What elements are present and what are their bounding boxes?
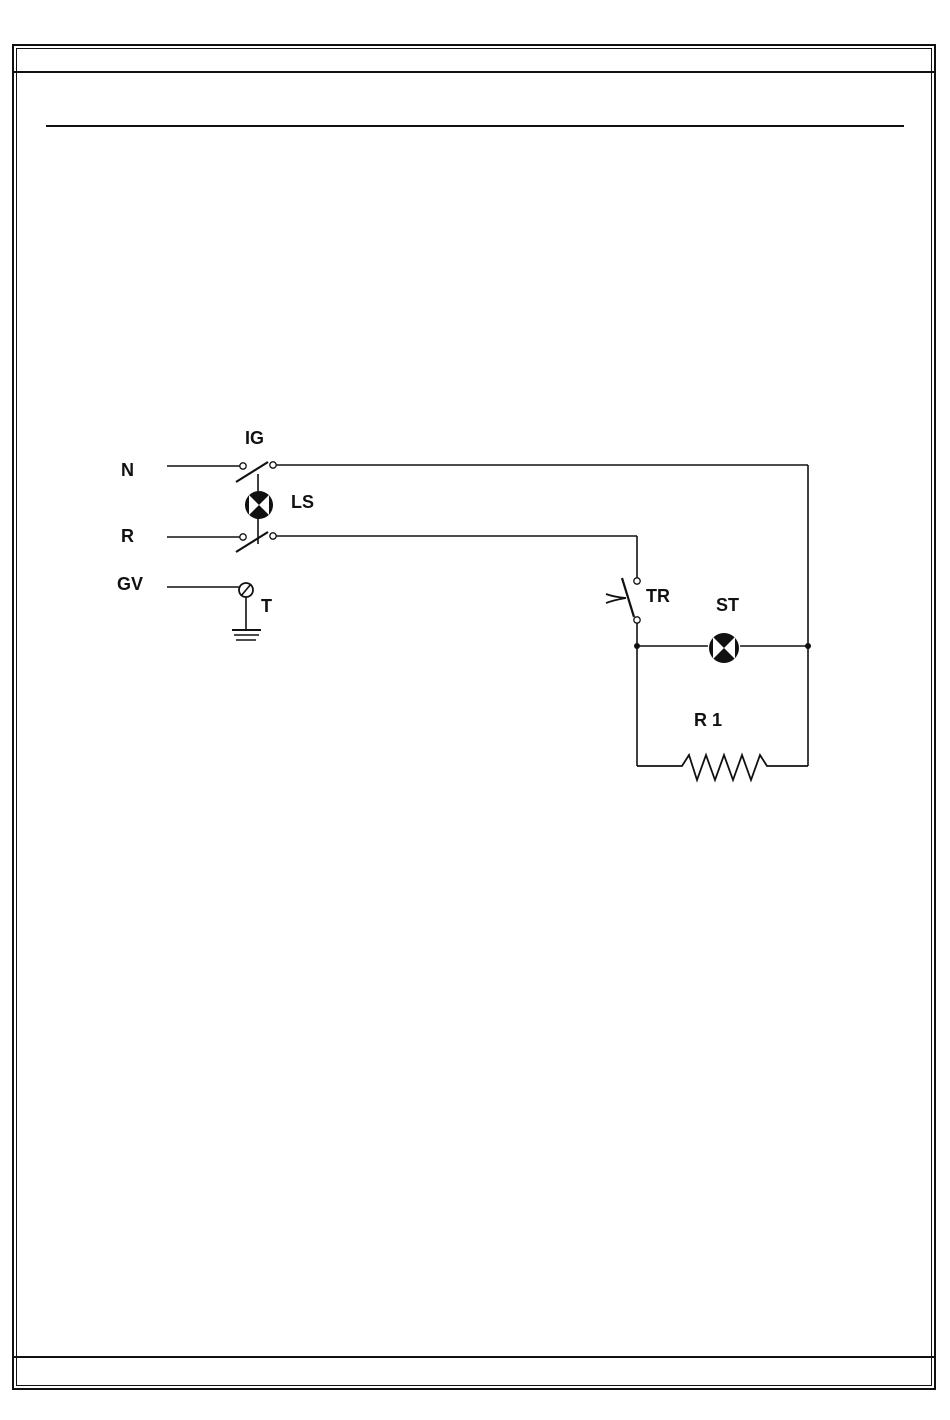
label-st: ST xyxy=(716,595,739,615)
label-ig: IG xyxy=(245,428,264,448)
label-r1: R 1 xyxy=(694,710,722,730)
thermostat-switch-tr xyxy=(606,578,640,646)
label-ls: LS xyxy=(291,492,314,512)
label-n: N xyxy=(121,460,134,480)
label-t: T xyxy=(261,596,272,616)
label-r: R xyxy=(121,526,134,546)
label-gv: GV xyxy=(117,574,143,594)
wire-r xyxy=(167,536,637,578)
resistor-r1 xyxy=(637,646,808,780)
label-tr: TR xyxy=(646,586,670,606)
indicator-lamp-st xyxy=(709,633,739,663)
signal-lamp-ls xyxy=(245,491,273,519)
ground-terminal-t xyxy=(232,583,261,640)
